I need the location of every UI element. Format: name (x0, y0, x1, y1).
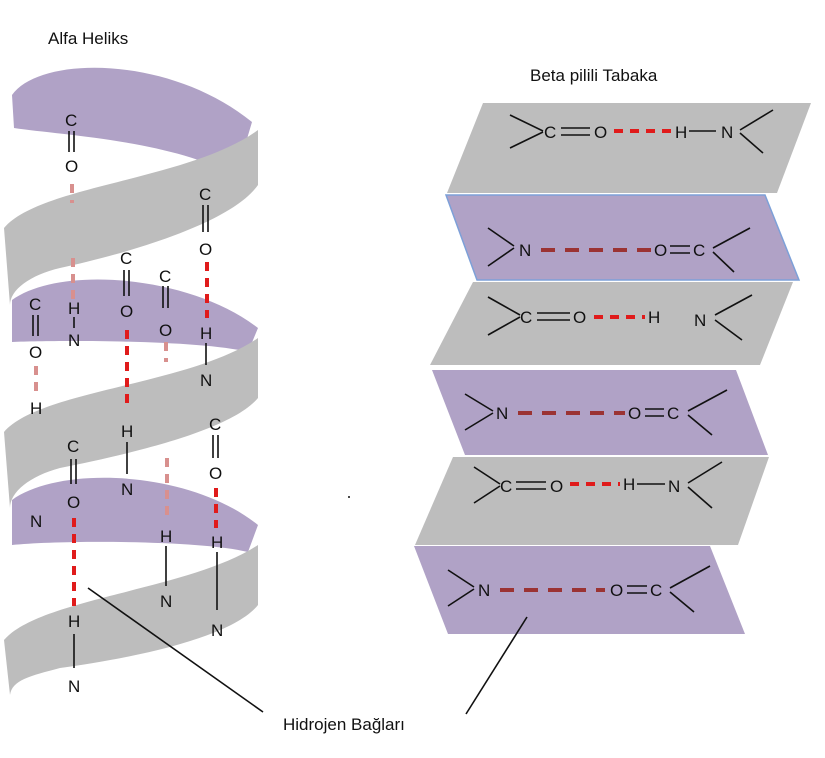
beta-row-1: C O H N (509, 109, 774, 154)
atom-h: H (160, 527, 172, 546)
atom-c: C (67, 437, 79, 456)
hbond-pointer-right (465, 616, 528, 715)
helix-ribbon-back-3 (12, 477, 258, 552)
atom-o: O (120, 302, 133, 321)
atom-c: C (65, 111, 77, 130)
beta-row-5: C O H N (473, 461, 723, 509)
atom-n: N (519, 241, 531, 260)
beta-strand-1 (447, 103, 811, 193)
atom-o: O (209, 464, 222, 483)
atom-n: N (478, 581, 490, 600)
beta-strand-3 (430, 282, 793, 365)
beta-sheet-title: Beta pilili Tabaka (530, 66, 658, 85)
atom-o: O (159, 321, 172, 340)
beta-strand-5 (415, 457, 769, 545)
beta-row-6: N O C (447, 565, 711, 613)
atom-n: N (668, 477, 680, 496)
atom-n: N (160, 592, 172, 611)
atom-h: H (675, 123, 687, 142)
hbond-callout: Hidrojen Bağları (87, 587, 528, 734)
atom-n: N (694, 311, 706, 330)
atom-c: C (650, 581, 662, 600)
atom-n: N (68, 331, 80, 350)
atom-o: O (550, 477, 563, 496)
atom-h: H (121, 422, 133, 441)
atom-h: H (648, 308, 660, 327)
atom-c: C (544, 123, 556, 142)
atom-o: O (199, 240, 212, 259)
beta-row-3: C O H N (487, 294, 753, 341)
atom-c: C (29, 295, 41, 314)
beta-row-2: N O C (487, 227, 751, 273)
atom-h: H (623, 475, 635, 494)
atom-c: C (159, 267, 171, 286)
alpha-atoms: C O C O C O C O C O H N H N H H N C O C … (29, 111, 223, 696)
atom-n: N (200, 371, 212, 390)
atom-o: O (573, 308, 586, 327)
alpha-covalent-bonds (32, 131, 219, 668)
atom-n: N (68, 677, 80, 696)
atom-c: C (209, 415, 221, 434)
atom-h: H (30, 399, 42, 418)
atom-n: N (30, 512, 42, 531)
helix-ribbon-front-2 (4, 338, 258, 508)
atom-n: N (121, 480, 133, 499)
atom-c: C (199, 185, 211, 204)
hbond-pointer-left (87, 587, 264, 713)
atom-o: O (67, 493, 80, 512)
atom-o: O (29, 343, 42, 362)
atom-h: H (200, 324, 212, 343)
beta-strand-2 (444, 194, 801, 281)
atom-c: C (500, 477, 512, 496)
atom-c: C (120, 249, 132, 268)
alpha-helix-title: Alfa Heliks (48, 29, 128, 48)
atom-o: O (610, 581, 623, 600)
atom-n: N (721, 123, 733, 142)
atom-c: C (693, 241, 705, 260)
helix-ribbon-front-3 (4, 545, 258, 695)
atom-o: O (628, 404, 641, 423)
atom-h: H (211, 533, 223, 552)
beta-row-4: N O C (464, 389, 728, 436)
helix-ribbon-back-1 (12, 67, 252, 176)
helix-ribbon-front-1 (4, 130, 258, 305)
atom-o: O (65, 157, 78, 176)
atom-o: O (654, 241, 667, 260)
stray-dot (348, 496, 350, 498)
atom-h: H (68, 612, 80, 631)
atom-o: O (594, 123, 607, 142)
alpha-helix: C O C O C O C O C O H N H N H H N C O C … (4, 29, 258, 696)
atom-c: C (520, 308, 532, 327)
helix-ribbon-back-2 (12, 279, 258, 352)
atom-h: H (68, 299, 80, 318)
hbond-caption: Hidrojen Bağları (283, 715, 405, 734)
atom-c: C (667, 404, 679, 423)
beta-sheet: Beta pilili Tabaka C O H N (414, 66, 811, 634)
atom-n: N (496, 404, 508, 423)
atom-n: N (211, 621, 223, 640)
